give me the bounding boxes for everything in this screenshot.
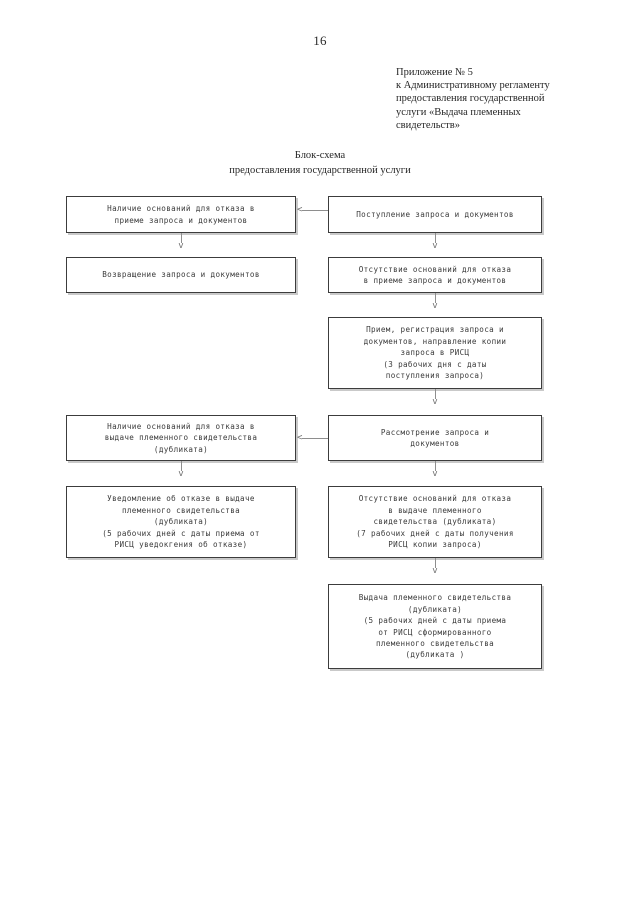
connector-arrow-down-right-4: v [432,469,438,479]
node-line: РИСЦ уведокгения об отказе) [114,540,248,550]
node-line: племенного свидетельства [375,638,495,648]
page-number: 16 [313,33,327,48]
node-line: запроса в РИСЦ [400,348,470,358]
node-line: поступления запроса) [385,371,485,381]
connector-line-vertical-right-5 [435,558,436,568]
node-line: в выдаче племенного [388,505,482,515]
appendix-reference-block: Приложение № 5 к Административному регла… [396,66,596,132]
connector-arrow-down-right-3: v [432,397,438,407]
node-line: (5 рабочих дней с даты приема от [102,528,260,538]
node-line: племенного свидетельства [121,505,241,515]
node-line: приеме запроса и документов [114,215,248,225]
page-title: Блок-схема предоставления государственно… [70,148,570,178]
node-line: (дубликата) [153,517,209,527]
connector-line-vertical-right-3 [435,389,436,399]
node-line: (дубликата) [153,444,209,454]
flow-node-registration: Прием, регистрация запроса и документов,… [328,317,542,389]
flow-node-request-received: Поступление запроса и документов [328,196,542,233]
node-line: Рассмотрение запроса и [380,427,490,437]
flow-node-refusal-grounds-intake: Наличие оснований для отказа в приеме за… [66,196,296,233]
appendix-line-2: к Административному регламенту [396,80,550,92]
connector-line-vertical-right-4 [435,461,436,471]
node-line: Отсутствие оснований для отказа [358,264,512,274]
appendix-line-4: услуги «Выдача племенных [396,106,521,118]
node-line: Прием, регистрация запроса и [366,325,504,335]
flow-node-review-request: Рассмотрение запроса и документов [328,415,542,461]
page-title-line-1: Блок-схема [294,150,346,161]
connector-line-vertical-left-1 [181,233,182,243]
flow-node-no-refusal-grounds-certificate: Отсутствие оснований для отказа в выдаче… [328,486,542,558]
flow-node-no-refusal-grounds-intake: Отсутствие оснований для отказа в приеме… [328,257,542,293]
connector-arrow-left-row1: < [297,205,303,215]
node-line: (дубликата) [407,604,463,614]
appendix-line-3: предоставления государственной [396,93,545,105]
flow-node-refusal-notification: Уведомление об отказе в выдаче племенног… [66,486,296,558]
node-line: (3 рабочих дня с даты [383,359,487,369]
connector-arrow-down-right-2: v [432,301,438,311]
node-line: Наличие оснований для отказа в [107,421,255,431]
node-line: документов, направление копии [363,336,507,346]
node-line: документов [410,439,460,448]
node-line: Отсутствие оснований для отказа [358,494,512,504]
node-line: Выдача племенного свидетельства [358,593,512,603]
node-line: выдаче племенного свидетельства [104,433,258,443]
node-line: (дубликата ) [405,650,465,660]
flow-node-refusal-grounds-certificate: Наличие оснований для отказа в выдаче пл… [66,415,296,461]
node-line: Возвращение запроса и документов [102,270,260,280]
node-line: Уведомление об отказе в выдаче [107,494,255,504]
node-line: (7 рабочих дней с даты получения [356,528,514,538]
connector-arrow-left-row4: < [297,433,303,443]
appendix-line-1: Приложение № 5 [396,67,473,78]
connector-line-horizontal-row4 [302,438,328,439]
flow-node-return-request: Возвращение запроса и документов [66,257,296,293]
connector-line-horizontal-row1 [302,210,328,211]
node-line: Наличие оснований для отказа в [107,204,255,214]
node-line: в приеме запроса и документов [363,276,507,285]
node-line: (5 рабочих дней с даты приема [363,616,507,626]
flow-node-issue-certificate: Выдача племенного свидетельства (дублика… [328,584,542,669]
connector-line-vertical-right-2 [435,293,436,303]
node-line: свидетельства (дубликата) [373,517,497,527]
connector-line-vertical-right-1 [435,233,436,243]
connector-arrow-down-right-5: v [432,566,438,576]
connector-arrow-down-right-1: v [432,241,438,251]
connector-arrow-down-left-4: v [178,469,184,479]
node-line: Поступление запроса и документов [356,209,514,219]
connector-line-vertical-left-4 [181,461,182,471]
page-title-line-2: предоставления государственной услуги [229,165,411,176]
connector-arrow-down-left-1: v [178,241,184,251]
node-line: от РИСЦ сформированного [378,627,492,637]
appendix-line-5: свидетельств» [396,119,460,131]
node-line: РИСЦ копии запроса) [388,540,482,550]
